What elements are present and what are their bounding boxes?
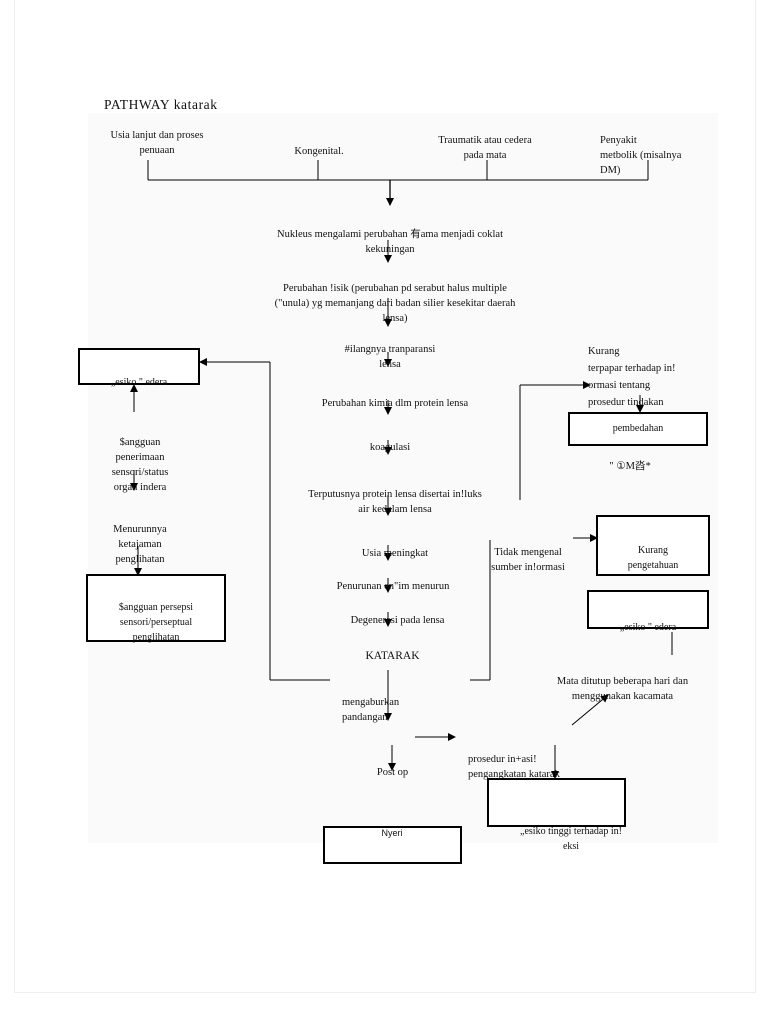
flow-perubahan-kimia: Perubahan kimia dlm protein lensa	[321, 398, 469, 409]
right-cemas: " ①M㳫*	[609, 461, 651, 472]
label-pembedahan: pembedahan	[612, 423, 664, 434]
flow-mengaburkan: mengaburkan pandangan	[342, 697, 400, 723]
label-gangguan-persepsi: $angguan persepsi sensori/perseptual pen…	[118, 602, 194, 643]
flow-hilangnya-transparansi: #ilangnya tranparansi lensa	[344, 344, 436, 370]
box-resiko-cedera-2	[587, 590, 709, 629]
cause-penyakit: Penyakit metbolik (misalnya DM)	[600, 135, 682, 176]
box-nyeri	[323, 826, 462, 864]
flow-terputusnya: Terputusnya protein lensa disertai in!lu…	[308, 489, 482, 515]
label-resiko-infeksi: „esiko tinggi terhadap in! eksi	[520, 826, 622, 852]
box-kurang-pengetahuan	[596, 515, 710, 576]
right-kurang-terpapar: Kurang terpapar terhadap in! ormasi tent…	[588, 346, 676, 408]
cause-traumatik: Traumatik atau cedera pada mata	[438, 135, 532, 161]
box-resiko-cedera	[78, 348, 200, 385]
flow-katarak: KATARAK	[365, 650, 420, 662]
diagram-background	[88, 113, 718, 843]
page-title: PATHWAY katarak	[104, 97, 218, 112]
box-resiko-infeksi	[487, 778, 626, 827]
flow-koagulasi: koagulasi	[369, 442, 411, 453]
flow-prosedur-invasif: prosedur in+asi! pengangkatan katarak	[468, 754, 560, 780]
flow-degenerasi: Degenerasi pada lensa	[350, 615, 445, 626]
label-nyeri: Nyeri	[381, 828, 403, 838]
flow-usia-meningkat: Usia meningkat	[361, 548, 429, 559]
cause-kongenital: Kongenital.	[294, 146, 344, 157]
flow-nukleus: Nukleus mengalami perubahan 有ama menjadi…	[277, 229, 503, 255]
box-pembedahan	[568, 412, 708, 446]
right-mata-ditutup: Mata ditutup beberapa hari dan menggunak…	[556, 676, 689, 702]
flow-post-op: Post op	[376, 767, 409, 778]
left-gangguan-penerimaan: $angguan penerimaan sensori/status organ…	[111, 437, 169, 493]
flow-perubahan-fisik: Perubahan !isik (perubahan pd serabut ha…	[274, 283, 516, 324]
label-resiko-cedera: „esiko " edera	[110, 377, 168, 388]
right-tidak-mengenal: Tidak mengenal sumber in!ormasi	[491, 547, 565, 573]
left-menurunnya-ketajaman: Menurunnya ketajaman penglihatan	[113, 524, 167, 565]
box-gangguan-persepsi	[86, 574, 226, 642]
cause-usia: Usia lanjut dan proses penuaan	[110, 130, 204, 156]
label-kurang-pengetahuan: Kurang pengetahuan	[627, 545, 679, 571]
flow-penurunan-enzim: Penurunan en"im menurun	[336, 581, 450, 592]
label-resiko-cedera-2: „esiko " edera	[619, 622, 677, 633]
